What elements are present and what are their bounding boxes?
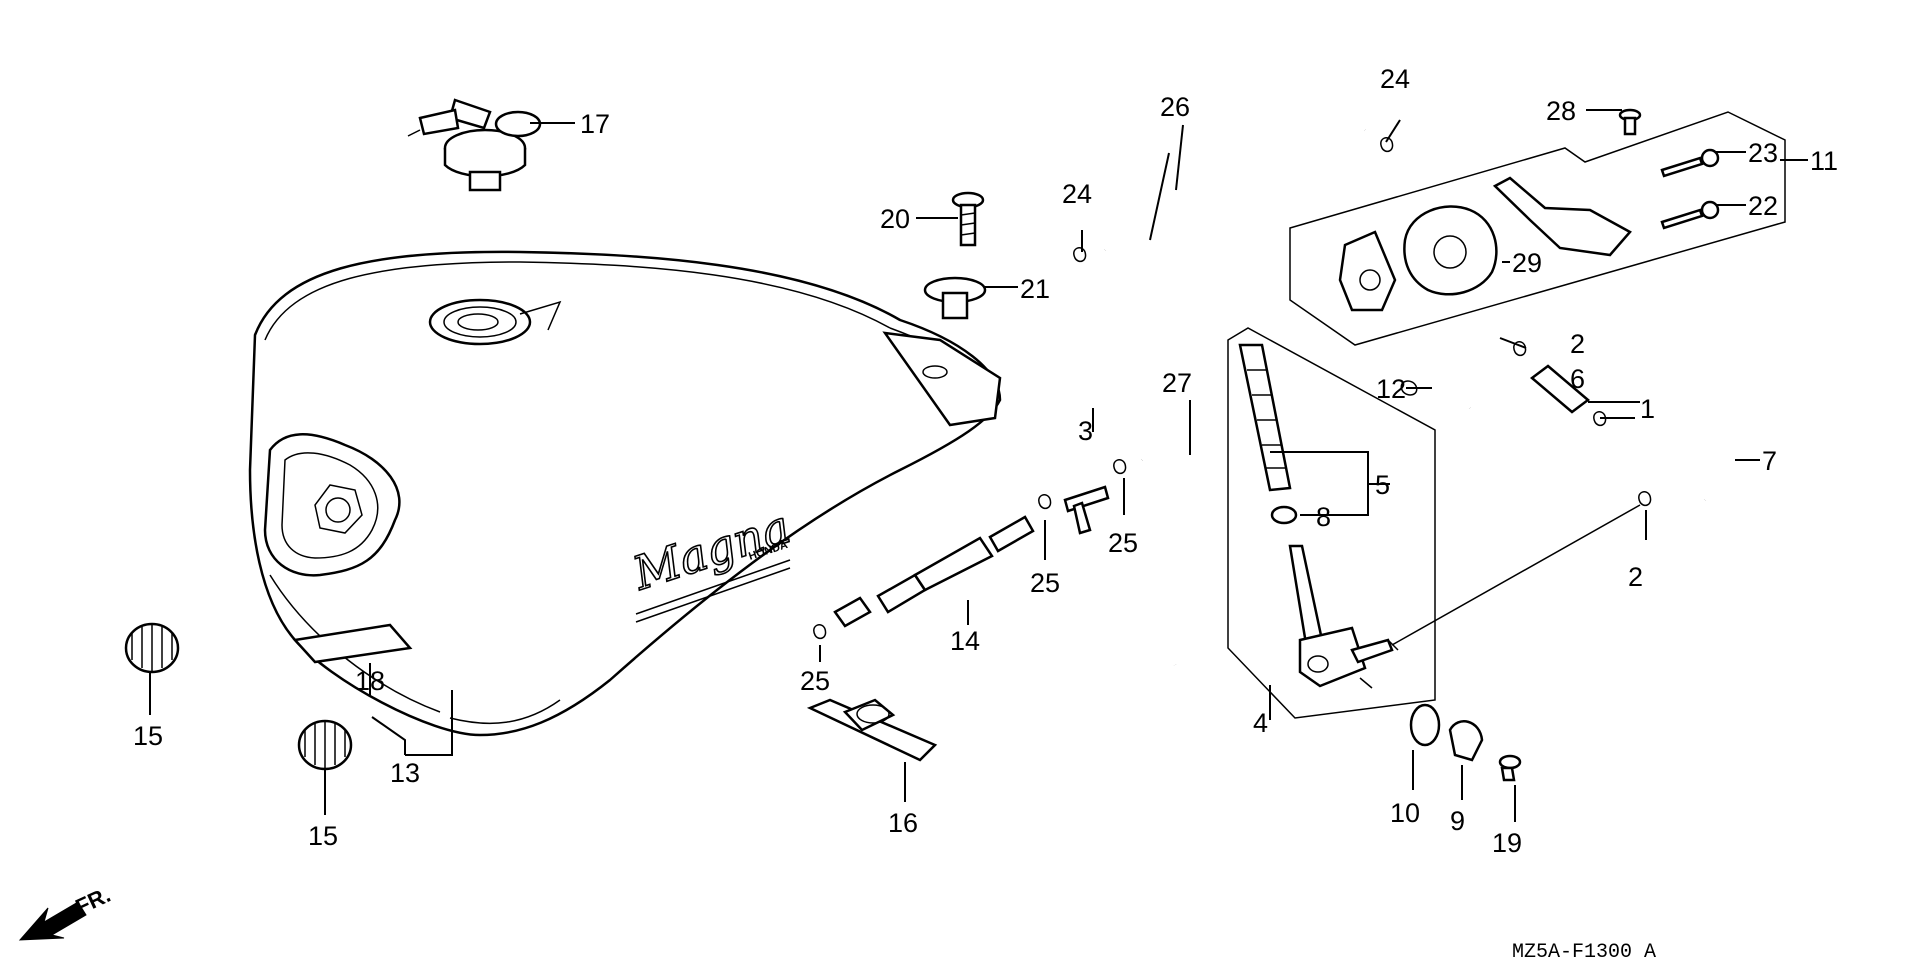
bracket — [1492, 176, 1632, 257]
label-2-bottom: 2 — [1628, 562, 1643, 592]
label-29: 29 — [1512, 248, 1542, 278]
washer-10 — [1409, 703, 1441, 747]
label-14: 14 — [950, 626, 980, 656]
strainer-5 — [1238, 343, 1292, 492]
clip-12 — [1400, 380, 1418, 396]
label-12: 12 — [1376, 374, 1406, 404]
joint-9 — [1448, 720, 1484, 762]
label-16: 16 — [888, 808, 918, 838]
t-joint-3 — [1063, 485, 1110, 535]
label-8: 8 — [1316, 502, 1331, 532]
clip-1 — [1593, 411, 1607, 427]
label-24-top: 24 — [1380, 64, 1410, 94]
label-25-mid: 25 — [1030, 568, 1060, 598]
label-7: 7 — [1762, 446, 1777, 476]
tank-tray-16 — [806, 698, 938, 762]
screw-19 — [1498, 754, 1522, 782]
bolt-23 — [1660, 148, 1720, 178]
front-direction-marker: FR. — [18, 882, 114, 941]
label-13: 13 — [390, 758, 420, 788]
label-23: 23 — [1748, 138, 1778, 168]
rubber-cushion-b — [297, 719, 353, 771]
label-9: 9 — [1450, 806, 1465, 836]
bolt-22 — [1660, 200, 1720, 230]
clip-24b — [1380, 137, 1394, 153]
clip-2b — [1638, 491, 1652, 507]
clip-2a — [1513, 341, 1527, 357]
fuel-valve-12 — [1338, 230, 1397, 312]
label-26: 26 — [1160, 92, 1190, 122]
breather-tube — [1104, 96, 1366, 251]
fuel-tank: Magna HONDA — [248, 250, 1002, 737]
group-4-outline — [1227, 327, 1436, 719]
hose-6 — [1529, 364, 1591, 414]
diaphragm-29 — [1403, 205, 1498, 296]
bolt-28 — [1618, 108, 1642, 136]
label-15-left: 15 — [133, 721, 163, 751]
fuel-cock — [1288, 544, 1399, 689]
label-3: 3 — [1078, 416, 1093, 446]
label-6: 6 — [1570, 364, 1585, 394]
label-4: 4 — [1253, 708, 1268, 738]
label-1: 1 — [1640, 394, 1655, 424]
label-2-top: 2 — [1570, 329, 1585, 359]
bolt-20 — [951, 191, 985, 247]
label-20: 20 — [880, 204, 910, 234]
label-22: 22 — [1748, 191, 1778, 221]
label-17: 17 — [580, 109, 610, 139]
label-24-left: 24 — [1062, 179, 1092, 209]
label-15-right: 15 — [308, 821, 338, 851]
filler-neck — [428, 298, 562, 346]
clip-25c — [1113, 459, 1127, 475]
front-arrow-icon — [18, 901, 87, 941]
label-5: 5 — [1375, 470, 1390, 500]
label-28: 28 — [1546, 96, 1576, 126]
clip-24a — [1073, 247, 1087, 263]
label-25-left: 25 — [800, 666, 830, 696]
clip-25a — [813, 624, 827, 640]
fuel-cock-link — [1391, 504, 1641, 646]
tank-pad — [292, 623, 413, 664]
collar-21 — [923, 276, 987, 320]
tank-tunnel — [263, 433, 401, 577]
clip-25b — [1038, 494, 1052, 510]
rubber-cushion-a — [124, 622, 180, 674]
group-11-outline — [1289, 111, 1786, 346]
label-10: 10 — [1390, 798, 1420, 828]
part-number-labels: 17 24 26 24 20 21 28 23 22 11 29 2 12 6 … — [133, 64, 1838, 858]
label-19: 19 — [1492, 828, 1522, 858]
label-27: 27 — [1162, 368, 1192, 398]
o-ring-8 — [1270, 505, 1298, 525]
label-18: 18 — [355, 666, 385, 696]
hose-14 — [833, 515, 1035, 628]
fuel-cap-assembly — [407, 98, 542, 192]
leader-lines — [149, 109, 1808, 822]
label-11: 11 — [1810, 146, 1838, 176]
label-21: 21 — [1020, 274, 1050, 304]
diagram-code: MZ5A-F1300 A — [1512, 941, 1656, 958]
label-25-right: 25 — [1108, 528, 1138, 558]
